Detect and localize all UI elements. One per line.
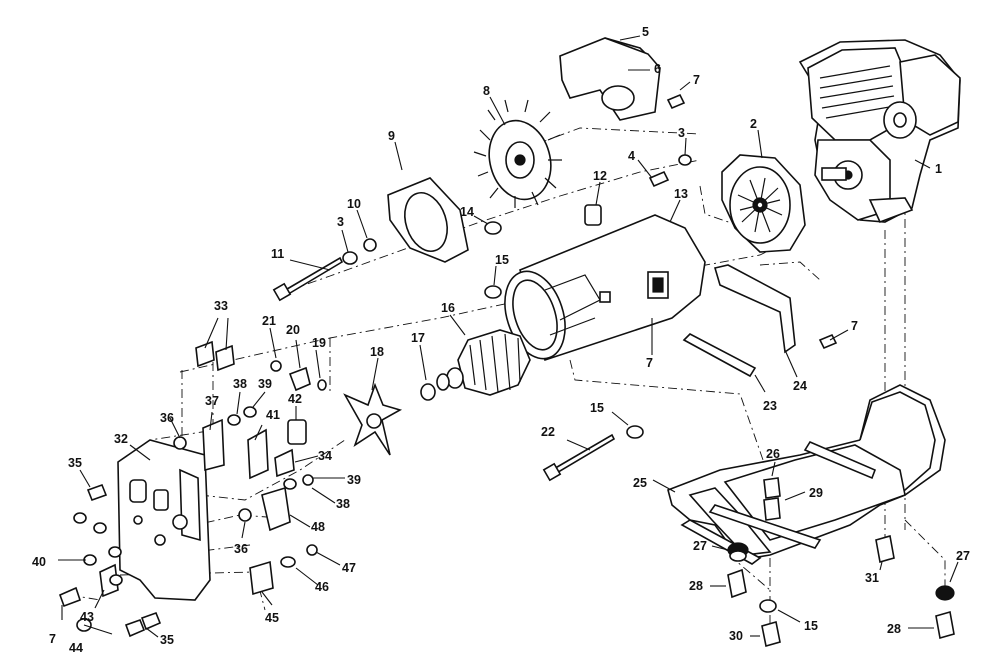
callout-5: 5	[642, 25, 649, 39]
cooling-fan	[473, 99, 562, 208]
callout-46: 46	[315, 580, 329, 594]
small-hardware	[270, 93, 838, 439]
callout-1: 1	[935, 162, 942, 176]
frame	[667, 384, 946, 565]
receptacles	[173, 340, 318, 596]
callout-27a: 27	[693, 539, 707, 553]
callout-23: 23	[763, 399, 777, 413]
callout-39b: 39	[347, 473, 361, 487]
callout-7b: 7	[646, 356, 653, 370]
callout-15a: 15	[495, 253, 509, 267]
callout-27b: 27	[956, 549, 970, 563]
callout-12: 12	[593, 169, 607, 183]
control-panel	[117, 439, 211, 601]
callout-47: 47	[342, 561, 356, 575]
callout-34: 34	[318, 449, 332, 463]
callout-33: 33	[214, 299, 228, 313]
end-bell	[721, 154, 806, 253]
callout-4: 4	[628, 149, 635, 163]
callout-22: 22	[541, 425, 555, 439]
fan-shield	[387, 177, 469, 263]
callout-48: 48	[311, 520, 325, 534]
callout-18: 18	[370, 345, 384, 359]
callout-9: 9	[388, 129, 395, 143]
callout-16: 16	[441, 301, 455, 315]
callout-28b: 28	[887, 622, 901, 636]
callout-14: 14	[460, 205, 474, 219]
callout-15b: 15	[590, 401, 604, 415]
callout-36a: 36	[160, 411, 174, 425]
callout-13: 13	[674, 187, 688, 201]
callout-38a: 38	[233, 377, 247, 391]
callout-labels: 1 2 3 3 4 5 6 7 7 7 7 8 9 10 11 12 13 14…	[32, 25, 970, 655]
callout-26: 26	[766, 447, 780, 461]
leader-lines	[58, 35, 959, 638]
callout-8: 8	[483, 84, 490, 98]
callout-15c: 15	[804, 619, 818, 633]
callout-30: 30	[729, 629, 743, 643]
callout-28a: 28	[689, 579, 703, 593]
callout-17: 17	[411, 331, 425, 345]
callout-11: 11	[271, 247, 284, 261]
callout-21: 21	[262, 314, 276, 328]
callout-35b: 35	[160, 633, 174, 647]
callout-43: 43	[80, 610, 94, 624]
callout-10: 10	[347, 197, 361, 211]
callout-25: 25	[633, 476, 647, 490]
callout-41: 41	[266, 408, 280, 422]
callout-2: 2	[750, 117, 757, 131]
callout-3b: 3	[337, 215, 344, 229]
bearing-carrier	[343, 382, 403, 456]
support-bracket	[682, 264, 796, 378]
frame-hardware	[727, 477, 955, 648]
rotor	[436, 329, 531, 396]
callout-31: 31	[865, 571, 879, 585]
callout-40: 40	[32, 555, 46, 569]
callout-32: 32	[114, 432, 128, 446]
callout-35a: 35	[68, 456, 82, 470]
callout-19: 19	[312, 336, 326, 350]
callout-7c: 7	[851, 319, 858, 333]
callout-42: 42	[288, 392, 302, 406]
panel-screws	[58, 483, 162, 638]
callout-38b: 38	[336, 497, 350, 511]
callout-37: 37	[205, 394, 219, 408]
callout-7a: 7	[693, 73, 700, 87]
engine	[798, 39, 961, 224]
callout-7d: 7	[49, 632, 56, 646]
callout-29: 29	[809, 486, 823, 500]
shroud-cover	[559, 37, 661, 121]
callout-36b: 36	[234, 542, 248, 556]
callout-3a: 3	[678, 126, 685, 140]
callout-39a: 39	[258, 377, 272, 391]
callout-45: 45	[265, 611, 279, 625]
callout-44: 44	[69, 641, 83, 655]
stator-housing	[504, 214, 706, 362]
callout-6: 6	[654, 62, 661, 76]
callout-24: 24	[793, 379, 807, 393]
callout-20: 20	[286, 323, 300, 337]
through-bolts	[272, 256, 616, 482]
